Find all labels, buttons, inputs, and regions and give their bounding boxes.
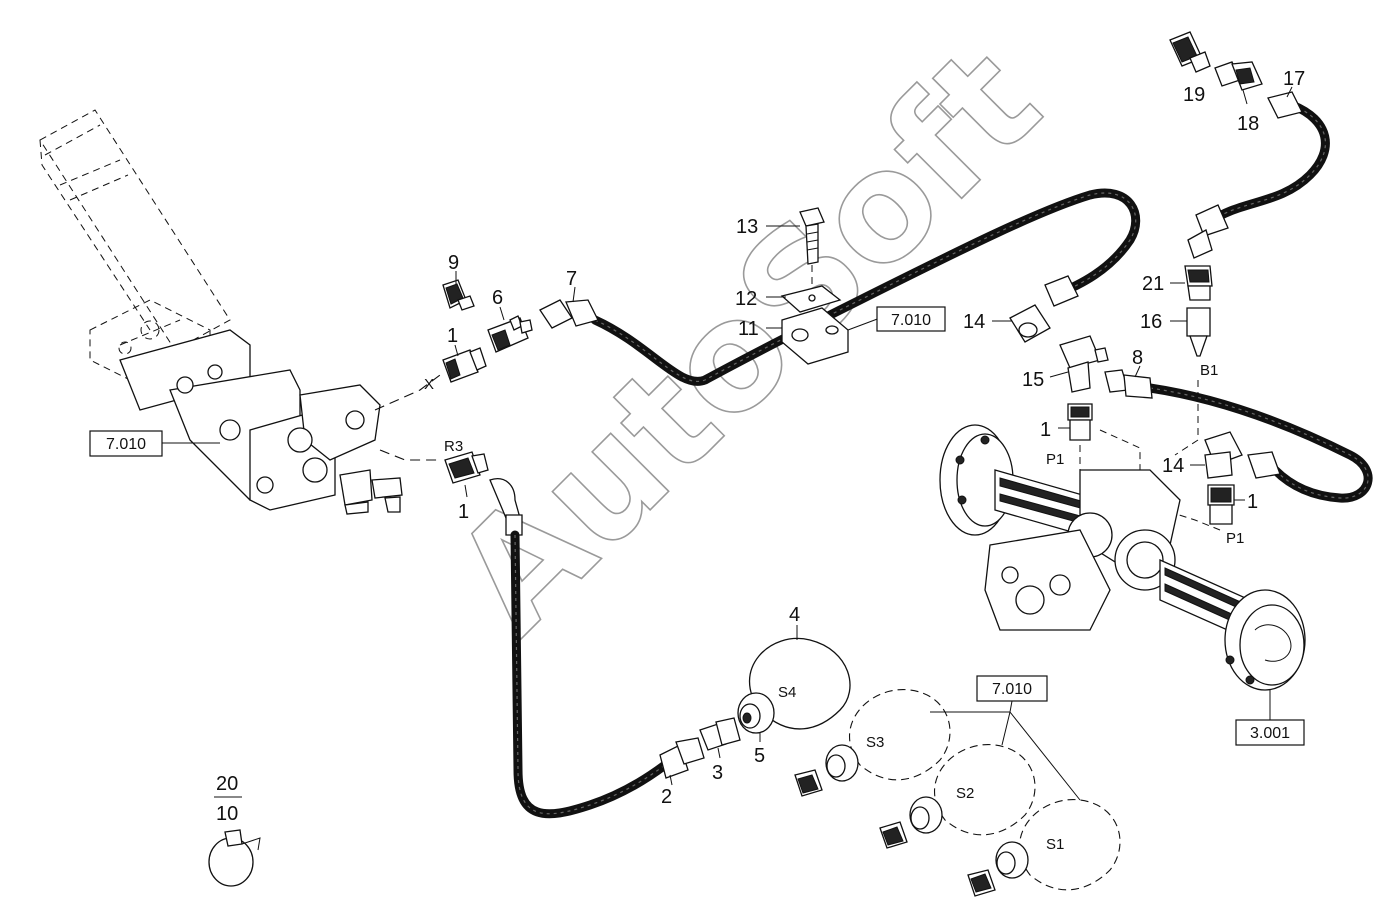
- fraction-20-10: 20 10: [214, 773, 242, 825]
- svg-text:7.010: 7.010: [106, 436, 146, 453]
- callout-18: 18: [1237, 113, 1259, 135]
- callout-19: 19: [1183, 84, 1205, 106]
- ref-valve: 7.010: [89, 430, 163, 457]
- axle-assembly-icon: [939, 424, 1306, 691]
- accumulator-s2: [879, 744, 1036, 849]
- callout-14-upper: 14: [963, 311, 985, 333]
- callout-5: 5: [754, 745, 765, 767]
- svg-text:3.001: 3.001: [1250, 725, 1290, 742]
- callout-4: 4: [789, 604, 800, 626]
- callout-1-right-lower: 1: [1247, 491, 1258, 513]
- port-s1-label: S1: [1046, 836, 1064, 853]
- accumulator-4: [737, 637, 851, 734]
- callout-9: 9: [448, 252, 459, 274]
- callout-7: 7: [566, 268, 577, 290]
- callout-1-upper: 1: [447, 325, 458, 347]
- callout-1-lower: 1: [458, 501, 469, 523]
- callout-8: 8: [1132, 347, 1143, 369]
- fitting-9: [442, 279, 475, 311]
- callout-13: 13: [736, 216, 758, 238]
- brake-valve-icon: [39, 109, 403, 515]
- plate-12: [780, 285, 842, 313]
- callout-15: 15: [1022, 369, 1044, 391]
- adapter-1d: [444, 451, 489, 484]
- callout-12: 12: [735, 288, 757, 310]
- callout-3: 3: [712, 762, 723, 784]
- accumulator-s1: [967, 799, 1121, 897]
- bolt-13: [799, 207, 825, 290]
- adapter-18: [1214, 61, 1263, 91]
- callout-1-right-upper: 1: [1040, 419, 1051, 441]
- callout-11: 11: [738, 318, 759, 340]
- tee-15: [1059, 335, 1109, 393]
- port-x-label: X: [424, 376, 434, 393]
- adapter-1b: [1067, 403, 1093, 441]
- fraction-denominator: 10: [216, 803, 238, 825]
- adapter-1c: [1207, 484, 1235, 525]
- clamp-11: [781, 307, 881, 365]
- callout-21: 21: [1142, 273, 1164, 295]
- svg-text:7.010: 7.010: [992, 681, 1032, 698]
- fraction-numerator: 20: [216, 773, 238, 795]
- port-s3-label: S3: [866, 734, 884, 751]
- ref-accumulators: 7.010: [976, 675, 1048, 702]
- hose-lower: [489, 478, 705, 819]
- elbow-14-lower: [1204, 431, 1243, 479]
- port-p1-right-label: P1: [1226, 530, 1244, 547]
- port-p1-left-label: P1: [1046, 451, 1064, 468]
- hose-8: [1104, 369, 1373, 503]
- elbow-14-upper: [1009, 304, 1051, 343]
- fitting-19: [1169, 31, 1211, 73]
- callout-6: 6: [492, 287, 503, 309]
- ref-axle: 3.001: [1235, 719, 1305, 746]
- hose-7: [539, 188, 1141, 386]
- accumulator-s3: [794, 689, 951, 797]
- callout-2: 2: [661, 786, 672, 808]
- hose-17: [1187, 91, 1330, 259]
- adapter-21: [1184, 265, 1213, 301]
- callout-14-lower: 14: [1162, 455, 1184, 477]
- ref-bracket: 7.010: [876, 306, 946, 332]
- port-s4-label: S4: [778, 684, 796, 701]
- adapter-3: [699, 717, 741, 751]
- port-r3-label: R3: [444, 438, 463, 455]
- adapter-1a: [442, 347, 487, 383]
- svg-text:7.010: 7.010: [891, 312, 931, 329]
- port-s2-label: S2: [956, 785, 974, 802]
- plug-16: [1186, 307, 1211, 357]
- callout-17: 17: [1283, 68, 1305, 90]
- hose-clip-icon: [208, 829, 261, 887]
- callout-16: 16: [1140, 311, 1162, 333]
- tee-fitting-6: [487, 315, 533, 353]
- port-b1-label: B1: [1200, 362, 1218, 379]
